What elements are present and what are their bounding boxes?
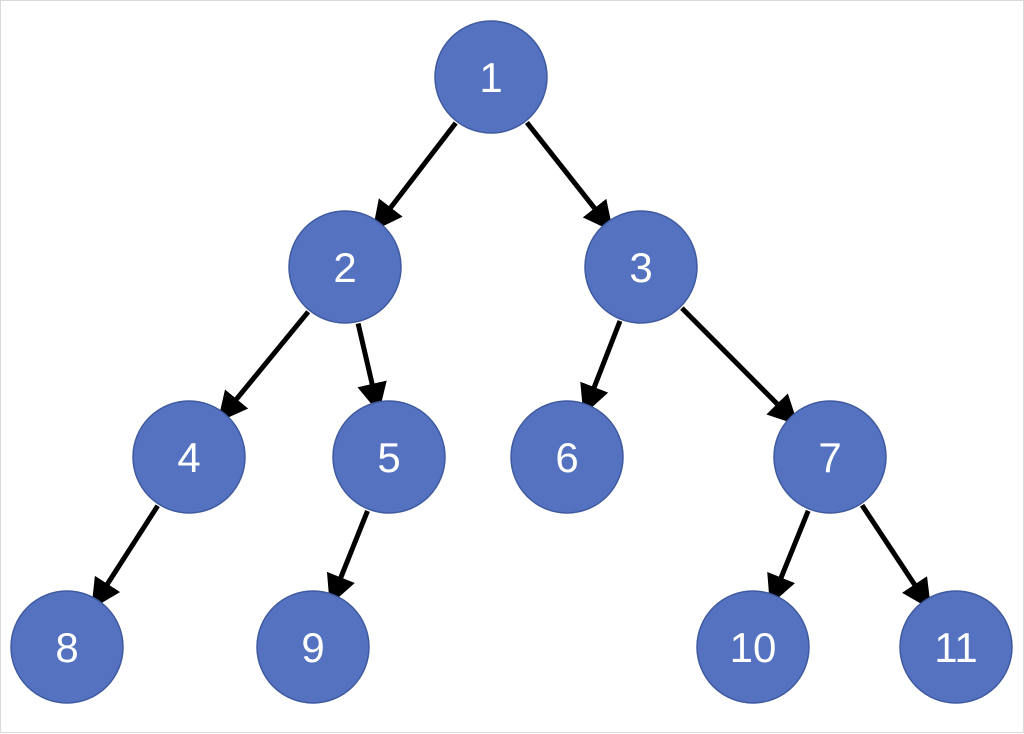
tree-node-5: 5 xyxy=(332,400,446,514)
node-circle-6 xyxy=(510,400,624,514)
node-label-11: 11 xyxy=(934,624,978,671)
tree-node-7: 7 xyxy=(773,400,887,514)
node-label-2: 2 xyxy=(333,244,356,291)
edges-layer xyxy=(91,120,932,610)
edge-1-to-2 xyxy=(372,121,458,232)
node-label-5: 5 xyxy=(377,434,400,481)
node-label-3: 3 xyxy=(629,244,652,291)
edge-5-to-9 xyxy=(326,509,370,606)
edge-3-to-6 xyxy=(580,320,623,416)
tree-node-6: 6 xyxy=(510,400,624,514)
node-circle-2 xyxy=(288,210,402,324)
node-label-8: 8 xyxy=(55,624,78,671)
tree-node-2: 2 xyxy=(288,210,402,324)
tree-node-3: 3 xyxy=(584,210,698,324)
edge-4-to-8 xyxy=(91,504,160,610)
node-label-1: 1 xyxy=(479,54,502,101)
node-label-7: 7 xyxy=(818,434,841,481)
node-circle-5 xyxy=(332,400,446,514)
node-circle-4 xyxy=(132,400,246,514)
edge-1-to-3 xyxy=(524,120,614,232)
node-circle-7 xyxy=(773,400,887,514)
edge-3-to-7 xyxy=(680,306,799,426)
node-label-10: 10 xyxy=(730,624,777,671)
node-circle-8 xyxy=(10,590,124,704)
tree-node-1: 1 xyxy=(434,20,548,134)
nodes-layer: 1 2 3 4 5 6 7 8 9 10 11 xyxy=(10,20,1013,704)
node-circle-10 xyxy=(696,590,810,704)
tree-node-8: 8 xyxy=(10,590,124,704)
tree-node-10: 10 xyxy=(696,590,810,704)
edge-2-to-4 xyxy=(217,310,311,423)
edge-7-to-11 xyxy=(860,503,932,610)
edge-7-to-10 xyxy=(767,509,811,606)
node-label-6: 6 xyxy=(555,434,578,481)
node-label-4: 4 xyxy=(177,434,200,481)
edge-2-to-5 xyxy=(355,322,387,414)
node-circle-3 xyxy=(584,210,698,324)
tree-node-11: 11 xyxy=(899,590,1013,704)
tree-node-4: 4 xyxy=(132,400,246,514)
node-circle-9 xyxy=(256,590,370,704)
node-circle-11 xyxy=(899,590,1013,704)
tree-node-9: 9 xyxy=(256,590,370,704)
node-circle-1 xyxy=(434,20,548,134)
node-label-9: 9 xyxy=(301,624,324,671)
